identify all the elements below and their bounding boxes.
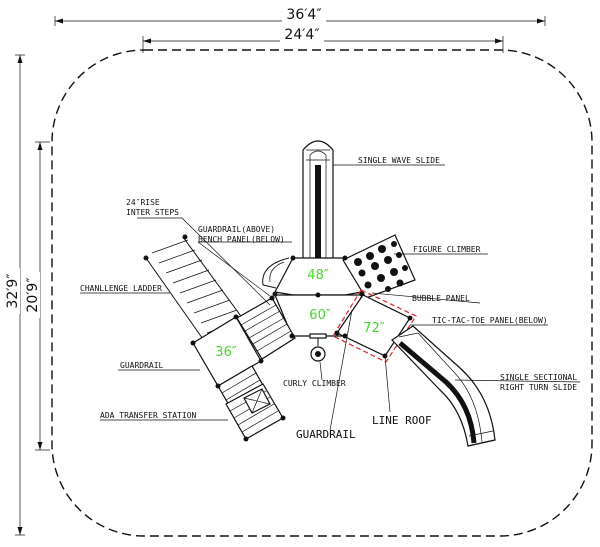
inner-height-label: 20′9″: [25, 277, 41, 312]
outer-width-label: 36′4″: [286, 7, 321, 23]
label-bench-panel-below: BENCH PANEL(BELOW): [198, 235, 285, 244]
label-single-sectional-2: RIGHT TURN SLIDE: [500, 383, 577, 392]
deck-72-label: 72″: [363, 321, 385, 336]
inter-steps-upper: [236, 297, 296, 360]
figure-climber: [342, 234, 416, 299]
label-single-wave-slide: SINGLE WAVE SLIDE: [358, 156, 440, 165]
single-sectional-slide: [391, 325, 496, 447]
single-wave-slide: [302, 140, 334, 263]
dimension-inner-height: 20′9″: [24, 141, 50, 451]
dimension-outer-height: 32′9″: [4, 54, 25, 536]
label-guardrail-left: GUARDRAIL: [120, 361, 164, 370]
label-guardrail-bottom: GUARDRAIL: [296, 428, 356, 441]
label-bubble-panel: BUBBLE PANEL: [412, 294, 470, 303]
inner-width-label: 24′4″: [284, 27, 319, 43]
label-rise-steps-2: INTER STEPS: [126, 208, 179, 217]
dimension-outer-width: 36′4″: [54, 6, 546, 26]
curly-climber: [309, 333, 327, 362]
leader-lines: [80, 164, 581, 431]
label-tic-tac-toe: TIC-TAC-TOE PANEL(BELOW): [432, 316, 548, 325]
dimension-inner-width: 24′4″: [142, 26, 504, 53]
label-curly-climber: CURLY CLIMBER: [283, 379, 346, 388]
deck-72: [332, 289, 417, 363]
deck-48-label: 48″: [307, 268, 329, 283]
safety-zone-boundary: [51, 49, 593, 537]
label-line-roof: LINE ROOF: [372, 414, 432, 427]
deck-60-label: 60″: [309, 308, 331, 323]
label-guardrail-above: GUARDRAIL(ABOVE): [198, 225, 275, 234]
label-single-sectional-1: SINGLE SECTIONAL: [500, 373, 577, 382]
label-figure-climber: FIGURE CLIMBER: [413, 245, 481, 254]
label-rise-steps-1: 24″RISE: [126, 198, 160, 207]
bench-panel: [262, 257, 290, 289]
ada-transfer-station: [225, 383, 284, 440]
label-challenge-ladder: CHANLLENGE LADDER: [80, 284, 162, 293]
outer-height-label: 32′9″: [5, 273, 21, 308]
deck-36-label: 36″: [215, 345, 237, 360]
line-roof-outline: [332, 289, 417, 363]
label-ada-transfer: ADA TRANSFER STATION: [100, 411, 197, 420]
